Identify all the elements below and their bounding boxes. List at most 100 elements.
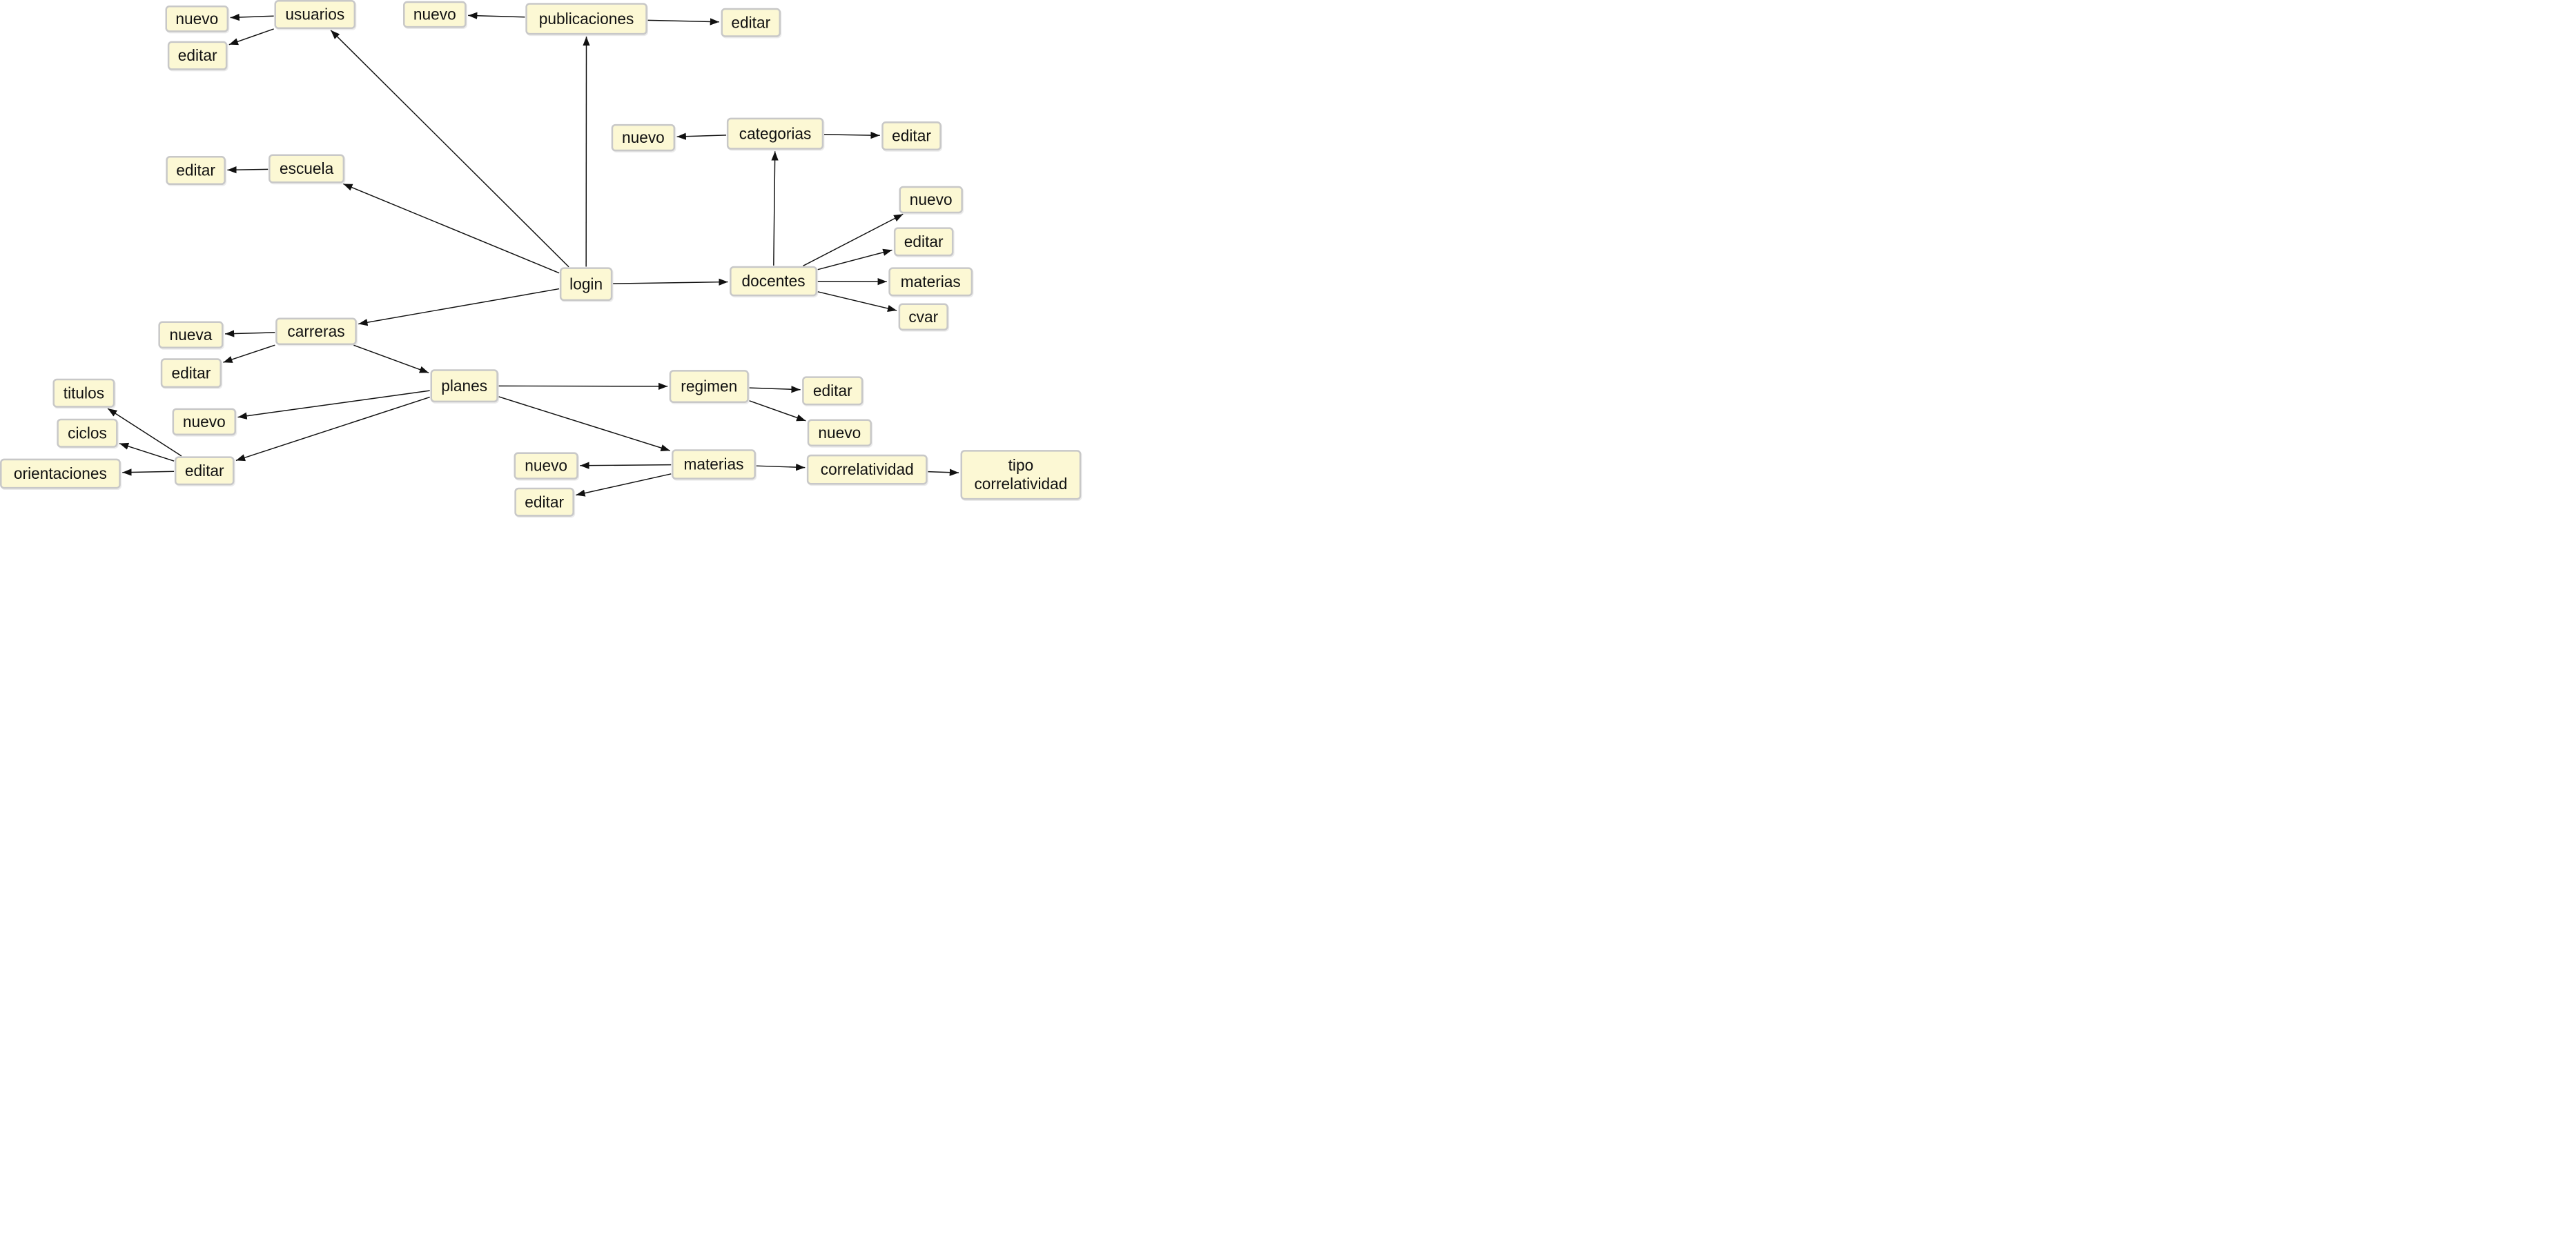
node-label: editar (731, 14, 771, 32)
planes-node[interactable]: planes (430, 369, 498, 403)
navigation-flow-diagram: nuevo usuarios editar nuevo publicacione… (0, 0, 1082, 518)
node-label: login (569, 275, 603, 293)
edge-materias-to-materias_nuevo (580, 462, 672, 469)
regimen-nuevo-node[interactable]: nuevo (807, 419, 872, 447)
usuarios-editar-node[interactable]: editar (167, 41, 228, 70)
node-label: docentes (741, 272, 806, 290)
categorias-editar-node[interactable]: editar (881, 121, 941, 151)
categorias-nuevo-node[interactable]: nuevo (611, 124, 676, 152)
node-label: materias (683, 455, 744, 473)
node-label: escuela (279, 159, 334, 178)
node-label: nuevo (175, 10, 219, 28)
planes-editar-node[interactable]: editar (174, 456, 235, 486)
materias-editar-node[interactable]: editar (514, 487, 574, 517)
node-label-line2: correlatividad (974, 475, 1068, 493)
escuela-node[interactable]: escuela (269, 154, 345, 184)
edge-correlatividad-to-tipo_correlatividad (928, 468, 959, 476)
edge-materias-to-correlatividad (756, 463, 806, 471)
node-label: editar (177, 47, 217, 65)
tipo-correlatividad-node[interactable]: tipo correlatividad (960, 450, 1082, 500)
orientaciones-node[interactable]: orientaciones (0, 458, 121, 489)
node-label: editar (171, 364, 211, 382)
carreras-node[interactable]: carreras (275, 317, 357, 345)
node-label: cvar (908, 308, 939, 326)
titulos-node[interactable]: titulos (52, 378, 115, 408)
edge-login-to-docentes (613, 278, 728, 286)
usuarios-node[interactable]: usuarios (274, 0, 356, 30)
edge-planes-to-materias (498, 396, 670, 452)
node-label: correlatividad (820, 461, 914, 479)
node-label: nuevo (909, 190, 953, 209)
edge-planes_editar-to-orientaciones (122, 468, 175, 476)
node-label-line1: tipo (1008, 456, 1034, 475)
docentes-cvar-node[interactable]: cvar (898, 303, 948, 331)
publicaciones-nuevo-node[interactable]: nuevo (403, 1, 467, 28)
carreras-nueva-node[interactable]: nueva (158, 321, 224, 349)
node-label: publicaciones (538, 10, 634, 28)
edge-categorias-to-categorias_nuevo (676, 132, 727, 140)
correlatividad-node[interactable]: correlatividad (806, 454, 928, 485)
node-label: nuevo (621, 128, 665, 147)
edge-carreras-to-carreras_editar (223, 344, 275, 363)
node-label: nuevo (182, 413, 226, 431)
node-label: usuarios (285, 6, 345, 23)
node-label: editar (904, 233, 944, 251)
node-label: editar (812, 382, 852, 400)
node-label: editar (184, 462, 224, 480)
node-label: planes (441, 377, 488, 395)
node-label: orientaciones (13, 464, 107, 483)
edge-layer (107, 12, 959, 497)
edge-regimen-to-regimen_editar (749, 386, 801, 393)
node-label: materias (900, 273, 961, 290)
node-label: titulos (63, 384, 105, 402)
node-label: editar (176, 161, 215, 179)
edge-usuarios-to-usuarios_nuevo (230, 13, 274, 21)
edge-escuela-to-escuela_editar (227, 166, 269, 174)
edge-login-to-carreras (358, 288, 560, 326)
carreras-editar-node[interactable]: editar (160, 358, 222, 388)
publicaciones-editar-node[interactable]: editar (721, 8, 781, 37)
docentes-materias-node[interactable]: materias (888, 267, 973, 297)
edge-docentes-to-docentes_cvar (817, 291, 897, 312)
edge-publicaciones-to-publicaciones_editar (647, 18, 719, 26)
docentes-node[interactable]: docentes (730, 266, 817, 297)
edge-login-to-usuarios (330, 30, 569, 268)
edge-planes-to-planes_nuevo (237, 390, 430, 420)
escuela-editar-node[interactable]: editar (166, 156, 226, 186)
ciclos-node[interactable]: ciclos (57, 418, 118, 448)
node-label: editar (892, 127, 931, 145)
edge-regimen-to-regimen_nuevo (749, 400, 806, 422)
node-label: ciclos (68, 424, 107, 442)
materias-nuevo-node[interactable]: nuevo (514, 452, 578, 480)
node-label: categorias (739, 125, 812, 143)
node-label: nueva (169, 326, 213, 344)
node-label: carreras (287, 322, 345, 340)
edge-publicaciones-to-publicaciones_nuevo (468, 12, 525, 19)
edge-carreras-to-carreras_nueva (225, 330, 275, 337)
login-node[interactable]: login (559, 267, 613, 302)
categorias-node[interactable]: categorias (726, 117, 824, 150)
regimen-node[interactable]: regimen (669, 370, 749, 404)
edge-planes_editar-to-ciclos (119, 442, 175, 462)
edge-planes_editar-to-titulos (107, 408, 182, 457)
edge-carreras-to-planes (353, 344, 429, 373)
edge-docentes-to-docentes_nuevo (803, 213, 904, 266)
node-label: editar (525, 493, 565, 511)
edge-docentes-to-categorias (771, 151, 779, 266)
edge-docentes-to-docentes_editar (817, 248, 892, 270)
node-label: regimen (681, 377, 738, 395)
node-label: nuevo (525, 457, 568, 475)
docentes-editar-node[interactable]: editar (893, 227, 954, 257)
edge-materias-to-materias_editar (576, 473, 672, 497)
materias-node[interactable]: materias (672, 449, 756, 480)
regimen-editar-node[interactable]: editar (802, 376, 863, 406)
docentes-nuevo-node[interactable]: nuevo (899, 186, 963, 214)
edge-login-to-escuela (343, 183, 560, 274)
node-label: nuevo (413, 6, 456, 23)
edge-planes-to-planes_editar (235, 396, 430, 462)
publicaciones-node[interactable]: publicaciones (525, 3, 647, 35)
planes-nuevo-node[interactable]: nuevo (172, 408, 237, 436)
edge-usuarios-to-usuarios_editar (228, 28, 274, 46)
node-label: nuevo (818, 424, 861, 442)
usuarios-nuevo-node[interactable]: nuevo (165, 5, 229, 32)
